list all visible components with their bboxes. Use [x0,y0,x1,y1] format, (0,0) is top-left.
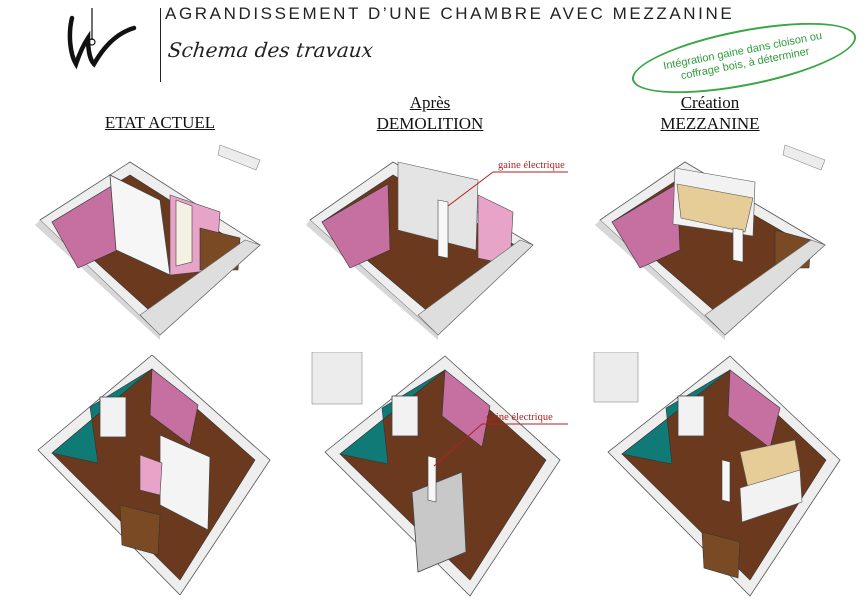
page-title: AGRANDISSEMENT D’UNE CHAMBRE AVEC MEZZAN… [165,4,735,23]
column-heading-mezzanine-line1: Création [680,93,740,112]
column-heading-demolition: Après DEMOLITION [330,92,530,134]
column-heading-mezzanine-line2: MEZZANINE [660,114,760,133]
column-heading-current-line1: ETAT ACTUEL [104,113,216,132]
gaine-annotation-top: gaine électrique [498,160,565,171]
scene-mezzanine-top [595,144,826,340]
page-subtitle: Schema des travaux [166,38,375,62]
header-divider [160,8,161,82]
column-heading-mezzanine: Création MEZZANINE [610,92,810,134]
scene-mezzanine-bottom [593,352,841,597]
column-heading-current: ETAT ACTUEL [60,112,260,133]
scene-demolition-bottom: gaine électrique [311,352,568,597]
scene-current-top [35,144,261,340]
gaine-annotation-bottom: gaine électrique [486,412,553,423]
column-heading-demolition-line2: DEMOLITION [376,114,484,133]
column-heading-demolition-line1: Après [409,93,451,112]
scene-demolition-top: gaine électrique [306,160,568,340]
scene-current-bottom [37,355,271,595]
brand-logo-icon [67,8,137,70]
